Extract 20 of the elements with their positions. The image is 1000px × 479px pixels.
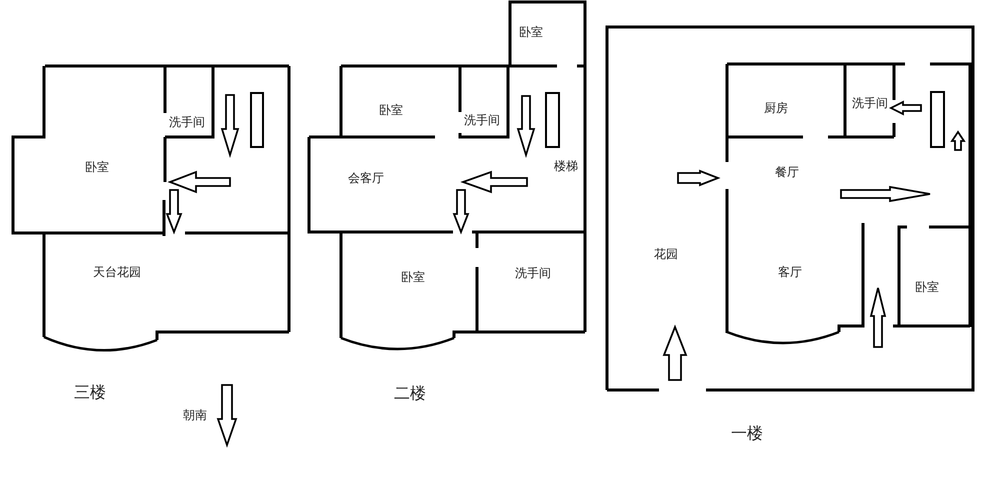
room-label: 天台花园 bbox=[93, 264, 141, 280]
room-label: 洗手间 bbox=[515, 266, 551, 280]
room-label: 卧室 bbox=[915, 280, 939, 294]
room-label: 朝南 bbox=[183, 408, 207, 422]
room-label: 客厅 bbox=[778, 264, 802, 280]
floor-label: 二楼 bbox=[394, 383, 426, 403]
room-label: 厨房 bbox=[764, 100, 788, 116]
room-label: 餐厅 bbox=[775, 164, 799, 180]
room-label: 花园 bbox=[654, 246, 678, 262]
floor-label: 一楼 bbox=[731, 423, 763, 443]
room-label: 洗手间 bbox=[169, 114, 205, 130]
room-label: 卧室 bbox=[401, 270, 425, 284]
room-label: 洗手间 bbox=[852, 96, 888, 110]
floor-label: 三楼 bbox=[74, 382, 106, 402]
room-label: 卧室 bbox=[85, 160, 109, 174]
room-label: 洗手间 bbox=[464, 112, 500, 128]
room-label: 楼梯 bbox=[554, 158, 578, 174]
room-label: 卧室 bbox=[519, 24, 543, 40]
room-label: 会客厅 bbox=[348, 170, 384, 186]
room-label: 卧室 bbox=[379, 102, 403, 118]
